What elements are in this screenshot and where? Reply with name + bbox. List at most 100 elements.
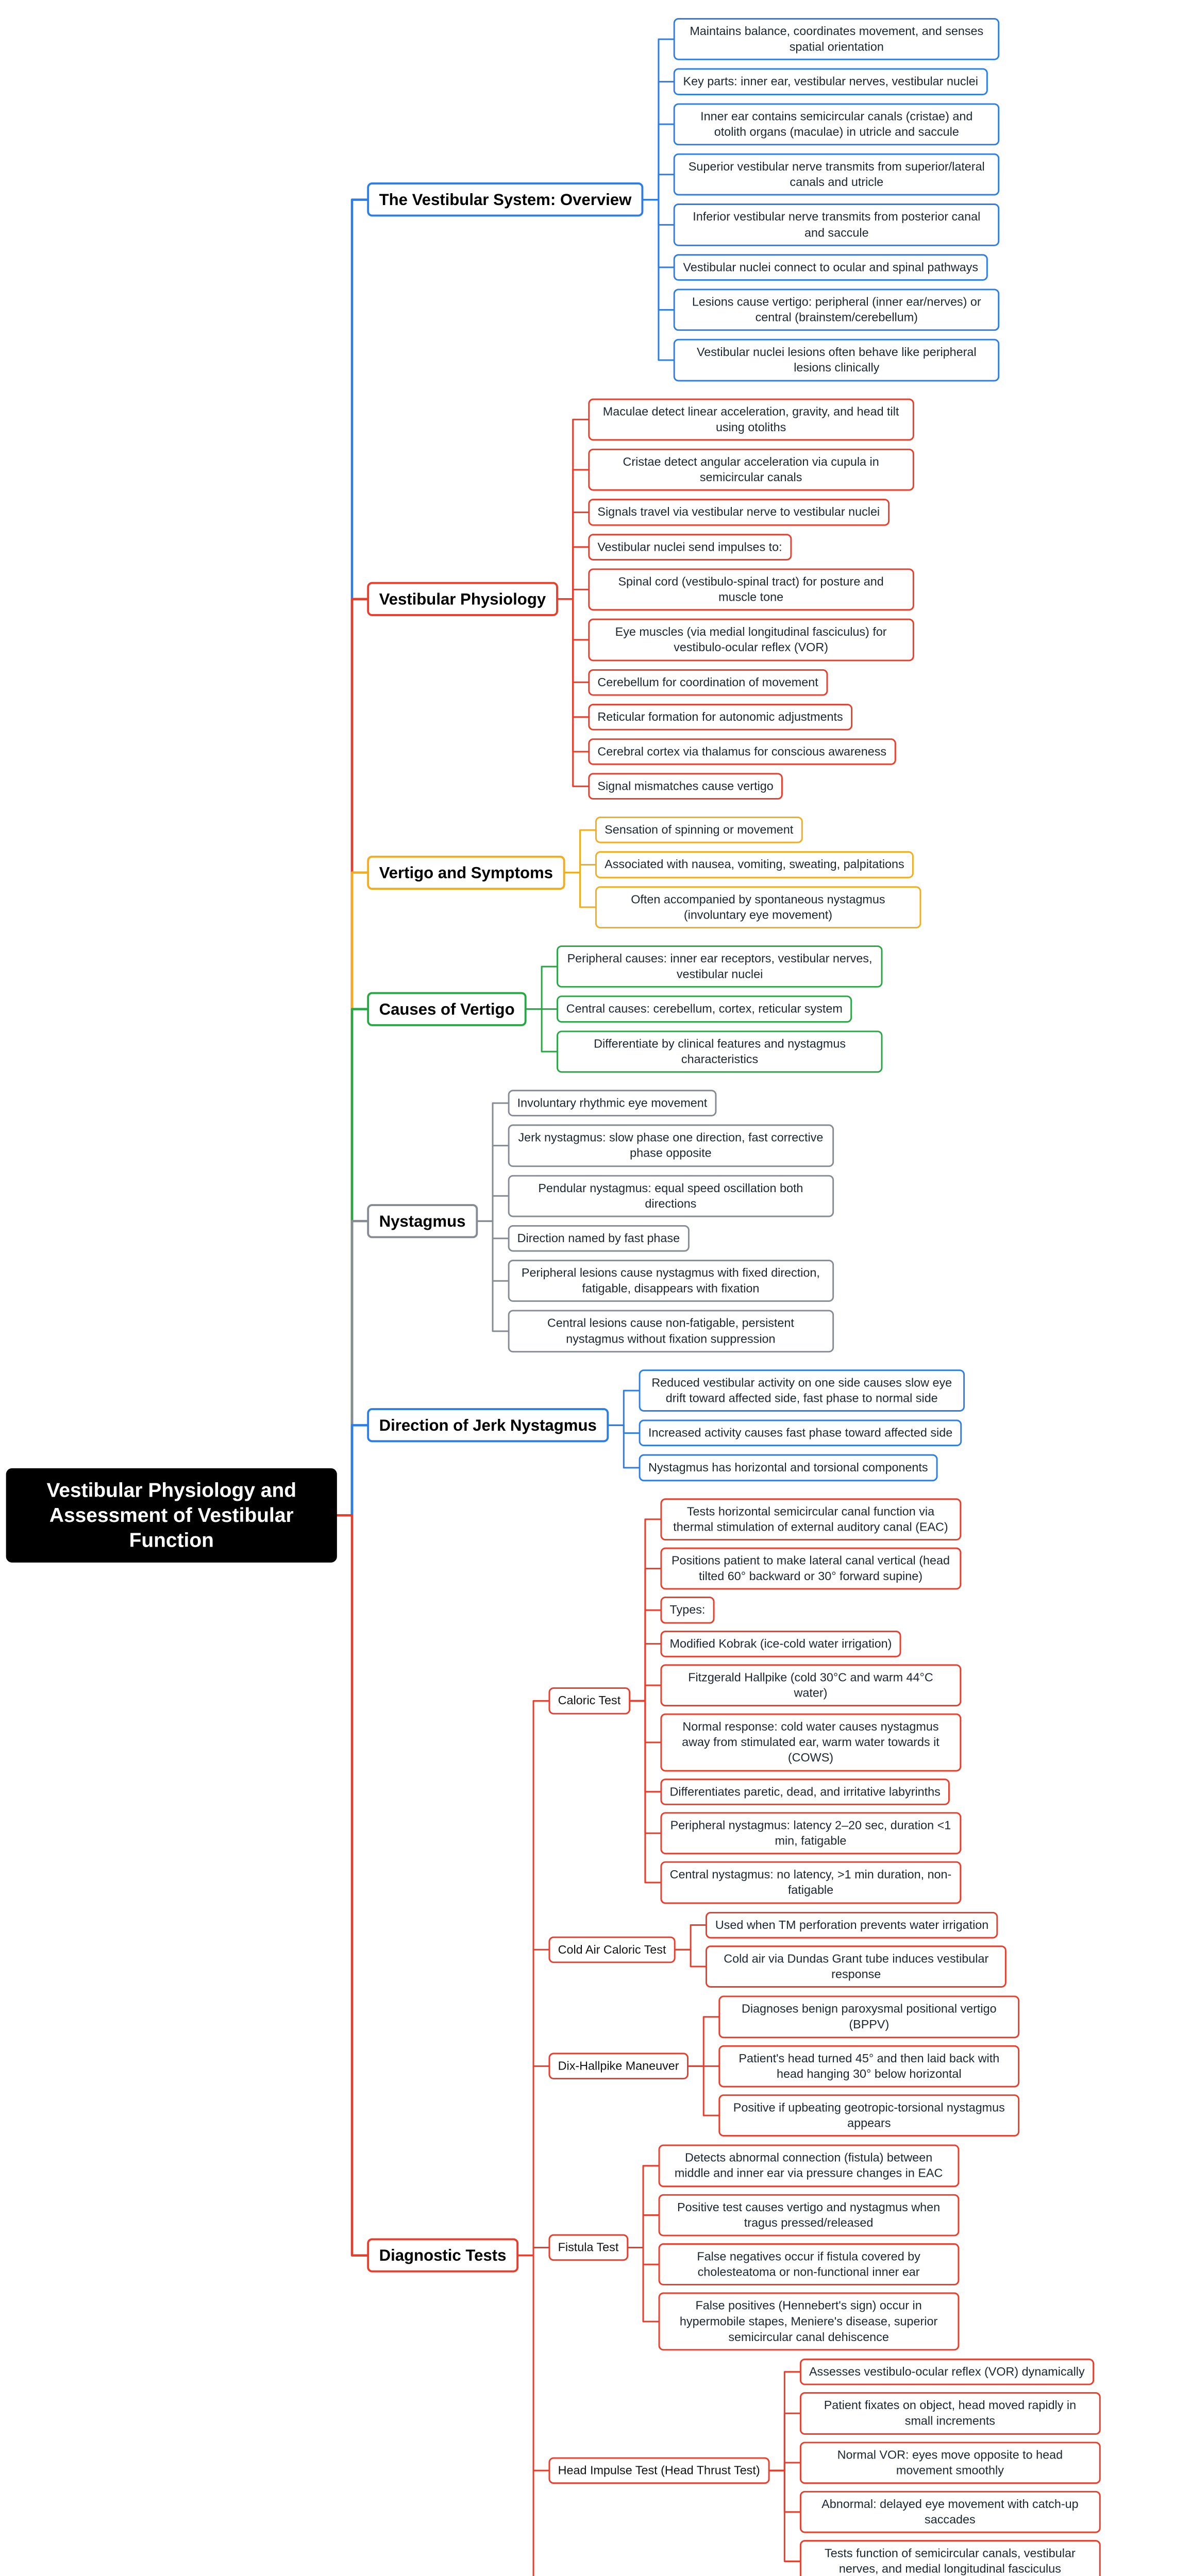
mindmap-row: Assesses vestibulo-ocular reflex (VOR) d… xyxy=(799,2358,1100,2385)
leaf-node: Spinal cord (vestibulo-spinal tract) for… xyxy=(588,568,914,611)
mindmap-row: Sensation of spinning or movement xyxy=(595,817,921,844)
leaf-node: Modified Kobrak (ice-cold water irrigati… xyxy=(660,1630,901,1657)
mindmap-row: Key parts: inner ear, vestibular nerves,… xyxy=(674,68,999,95)
mindmap-row: Reduced vestibular activity on one side … xyxy=(639,1369,965,1412)
leaf-node: Positions patient to make lateral canal … xyxy=(660,1547,961,1590)
leaf-node: Vestibular nuclei lesions often behave l… xyxy=(674,338,1000,382)
branch-node-causes-of-vertigo: Causes of Vertigo xyxy=(367,992,527,1026)
mindmap-row: Jerk nystagmus: slow phase one direction… xyxy=(508,1124,834,1167)
leaf-node: Tests function of semicircular canals, v… xyxy=(799,2540,1101,2576)
leaf-node: Used when TM perforation prevents water … xyxy=(706,1911,998,1939)
mindmap-row: Maintains balance, coordinates movement,… xyxy=(674,18,1000,61)
mindmap-row: Pendular nystagmus: equal speed oscillat… xyxy=(508,1175,834,1217)
mindmap-row: Fitzgerald Hallpike (cold 30°C and warm … xyxy=(660,1664,961,1707)
leaf-node: Maculae detect linear acceleration, grav… xyxy=(588,398,914,441)
mindmap-row: Causes of Vertigo Peripheral causes: inne… xyxy=(367,945,1145,1073)
mindmap-row: Eye muscles (via medial longitudinal fas… xyxy=(588,618,914,661)
mindmap-row: Positive test causes vertigo and nystagm… xyxy=(658,2194,959,2236)
mindmap-row: Modified Kobrak (ice-cold water irrigati… xyxy=(660,1630,961,1657)
branch-node-diagnostic-tests: Diagnostic Tests xyxy=(367,2238,518,2273)
leaf-node: Normal VOR: eyes move opposite to head m… xyxy=(799,2441,1101,2484)
mindmap-row: Central nystagmus: no latency, >1 min du… xyxy=(660,1861,961,1904)
mindmap-row: Cold air via Dundas Grant tube induces v… xyxy=(706,1945,1007,1988)
leaf-node: Eye muscles (via medial longitudinal fas… xyxy=(588,618,914,661)
mindmap-row: Signals travel via vestibular nerve to v… xyxy=(588,499,914,526)
mindmap-row: Reticular formation for autonomic adjust… xyxy=(588,703,914,731)
mindmap-row: Cerebral cortex via thalamus for conscio… xyxy=(588,738,914,765)
leaf-node: Central nystagmus: no latency, >1 min du… xyxy=(660,1861,961,1904)
leaf-node: Pendular nystagmus: equal speed oscillat… xyxy=(508,1175,834,1217)
leaf-node: Inferior vestibular nerve transmits from… xyxy=(674,204,1000,246)
leaf-node: Fitzgerald Hallpike (cold 30°C and warm … xyxy=(660,1664,961,1707)
leaf-node: Patient fixates on object, head moved ra… xyxy=(799,2392,1101,2435)
mindmap-row: Spinal cord (vestibulo-spinal tract) for… xyxy=(588,568,914,611)
leaf-node: Vestibular nuclei connect to ocular and … xyxy=(674,254,988,281)
leaf-node: Differentiate by clinical features and n… xyxy=(557,1030,883,1073)
branch-node-vestibular-physiology: Vestibular Physiology xyxy=(367,582,558,616)
leaf-node: Reticular formation for autonomic adjust… xyxy=(588,703,853,731)
leaf-node: Assesses vestibulo-ocular reflex (VOR) d… xyxy=(799,2358,1095,2385)
leaf-node: Superior vestibular nerve transmits from… xyxy=(674,153,1000,196)
mindmap-row: Tests horizontal semicircular canal func… xyxy=(660,1498,961,1540)
mindmap-row: Differentiate by clinical features and n… xyxy=(557,1030,883,1073)
leaf-node: Peripheral causes: inner ear receptors, … xyxy=(557,945,883,988)
leaf-node: Signal mismatches cause vertigo xyxy=(588,773,783,800)
mindmap-row: Cerebellum for coordination of movement xyxy=(588,669,914,696)
mindmap-row: Vestibular Physiology Maculae detect line… xyxy=(367,398,1145,800)
branches-column: The Vestibular System: Overview Maintains… xyxy=(367,18,1145,2576)
mindmap-row: Types: xyxy=(660,1597,961,1624)
leaf-node: Key parts: inner ear, vestibular nerves,… xyxy=(674,68,988,95)
mindmap-row: Lesions cause vertigo: peripheral (inner… xyxy=(674,289,1000,331)
mindmap-row: Cristae detect angular acceleration via … xyxy=(588,448,914,491)
leaf-node: False negatives occur if fistula covered… xyxy=(658,2243,959,2286)
mindmap-row: Cold Air Caloric Test Used when TM perfor… xyxy=(548,1911,1145,1988)
subbranch-node-head-impulse-test-head-thrust-test: Head Impulse Test (Head Thrust Test) xyxy=(548,2457,770,2484)
leaf-node: Differentiates paretic, dead, and irrita… xyxy=(660,1778,950,1805)
mindmap-row: Peripheral lesions cause nystagmus with … xyxy=(508,1260,834,1302)
mindmap-row: Often accompanied by spontaneous nystagm… xyxy=(595,886,921,928)
branch-node-the-vestibular-system-overview: The Vestibular System: Overview xyxy=(367,182,644,217)
leaf-node: Types: xyxy=(660,1597,715,1624)
leaf-node: Cold air via Dundas Grant tube induces v… xyxy=(706,1945,1007,1988)
mindmap-row: False positives (Hennebert's sign) occur… xyxy=(658,2292,959,2351)
root-node: Vestibular Physiology and Assessment of … xyxy=(6,1468,337,1563)
mindmap-row: Central lesions cause non-fatigable, per… xyxy=(508,1310,834,1352)
leaf-node: Detects abnormal connection (fistula) be… xyxy=(658,2144,959,2187)
mindmap-row: Central causes: cerebellum, cortex, reti… xyxy=(557,995,882,1023)
leaf-node: Tests horizontal semicircular canal func… xyxy=(660,1498,961,1540)
children-column: Used when TM perforation prevents water … xyxy=(706,1911,1007,1988)
mindmap-tree: Vestibular Physiology and Assessment of … xyxy=(6,18,1145,2576)
leaf-node: Cristae detect angular acceleration via … xyxy=(588,448,914,491)
children-column: Maintains balance, coordinates movement,… xyxy=(674,18,1000,382)
leaf-node: Signals travel via vestibular nerve to v… xyxy=(588,499,890,526)
mindmap-row: Associated with nausea, vomiting, sweati… xyxy=(595,851,921,878)
mindmap-row: Abnormal: delayed eye movement with catc… xyxy=(799,2490,1101,2533)
mindmap-row: Normal response: cold water causes nysta… xyxy=(660,1713,961,1772)
mindmap-row: Inner ear contains semicircular canals (… xyxy=(674,103,1000,146)
leaf-node: Increased activity causes fast phase tow… xyxy=(639,1419,962,1447)
mindmap-row: Head Impulse Test (Head Thrust Test) Asse… xyxy=(548,2358,1145,2576)
mindmap-row: Vestibular nuclei connect to ocular and … xyxy=(674,254,999,281)
mindmap-row: Tests function of semicircular canals, v… xyxy=(799,2540,1101,2576)
leaf-node: Vestibular nuclei send impulses to: xyxy=(588,533,792,561)
leaf-node: Maintains balance, coordinates movement,… xyxy=(674,18,1000,61)
leaf-node: Positive if upbeating geotropic-torsiona… xyxy=(718,2094,1020,2137)
mindmap-row: Used when TM perforation prevents water … xyxy=(706,1911,1007,1939)
subbranch-node-cold-air-caloric-test: Cold Air Caloric Test xyxy=(548,1936,676,1963)
leaf-node: Peripheral lesions cause nystagmus with … xyxy=(508,1260,834,1302)
mindmap-row: Signal mismatches cause vertigo xyxy=(588,773,914,800)
mindmap-row: Patient's head turned 45° and then laid … xyxy=(718,2045,1020,2088)
leaf-node: Associated with nausea, vomiting, sweati… xyxy=(595,851,914,878)
leaf-node: Jerk nystagmus: slow phase one direction… xyxy=(508,1124,834,1167)
mindmap-row: Positive if upbeating geotropic-torsiona… xyxy=(718,2094,1020,2137)
leaf-node: Positive test causes vertigo and nystagm… xyxy=(658,2194,959,2236)
mindmap-row: Direction named by fast phase xyxy=(508,1225,833,1252)
leaf-node: Cerebellum for coordination of movement xyxy=(588,669,828,696)
